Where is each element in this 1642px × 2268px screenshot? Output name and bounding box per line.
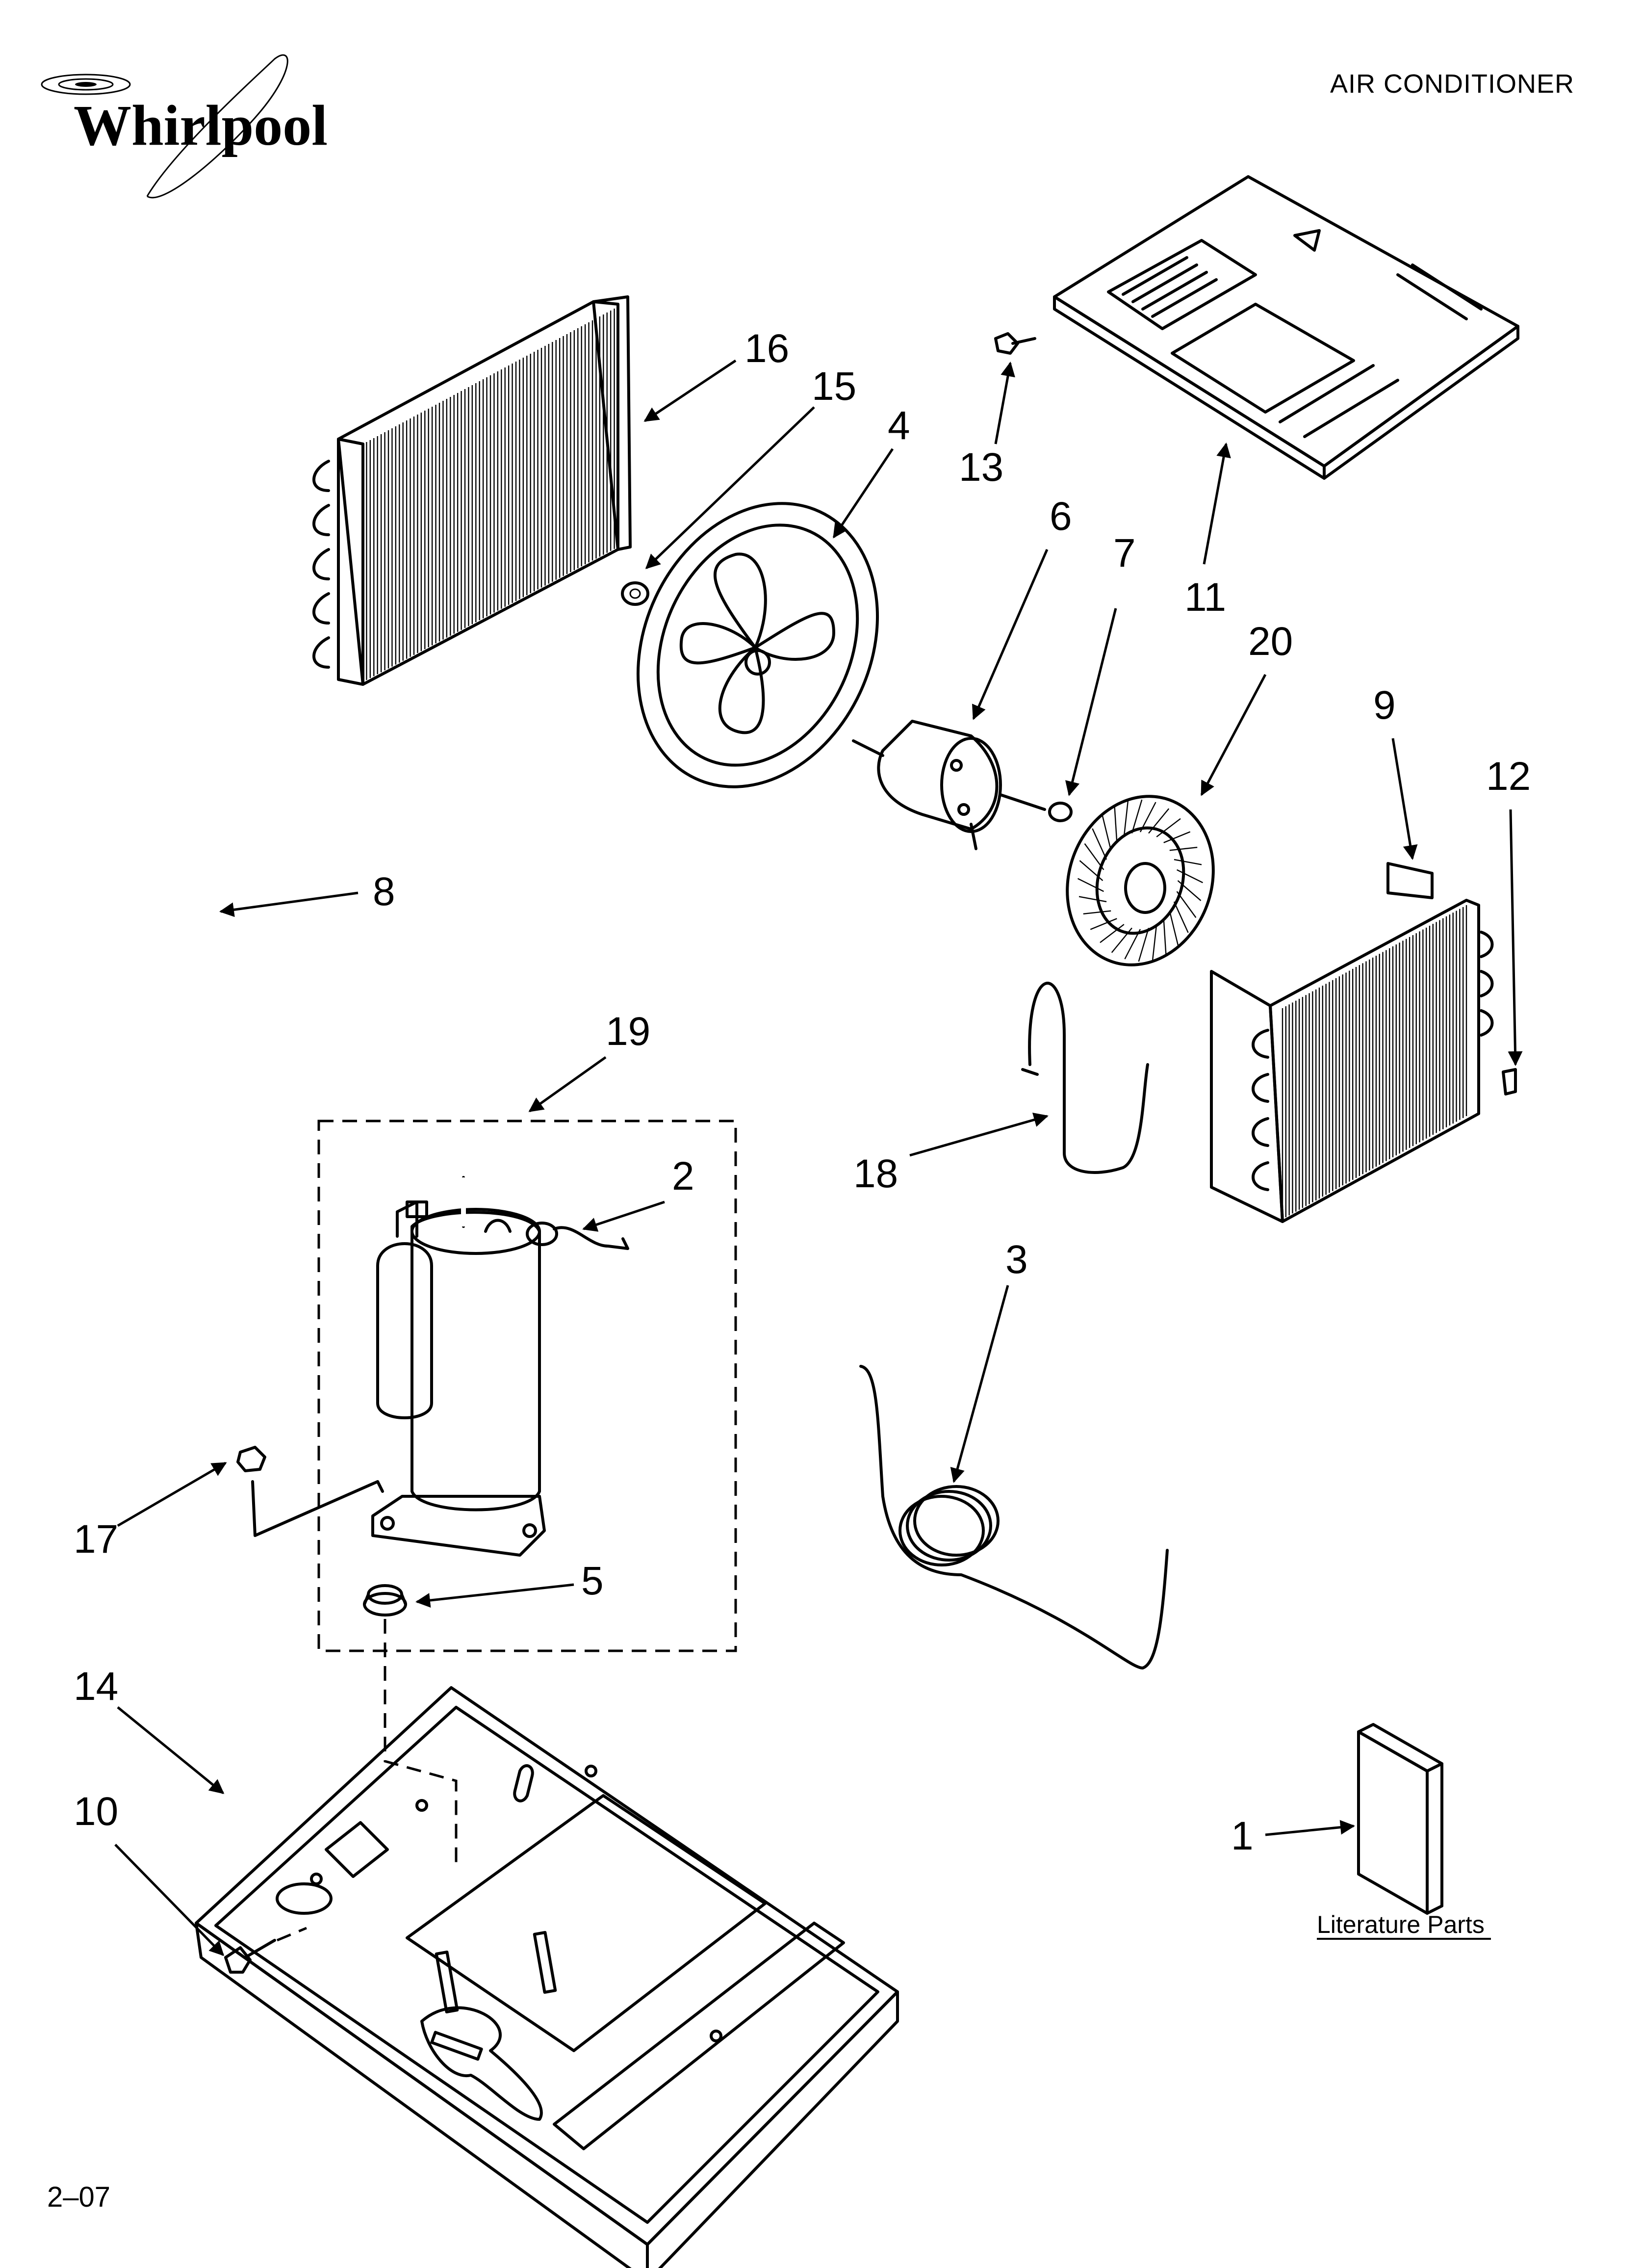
callout-12: 12 [1486, 754, 1531, 799]
blower-wheel [1066, 795, 1215, 966]
callout-20: 20 [1248, 619, 1293, 664]
callout-2: 2 [672, 1154, 694, 1199]
leader-lines [114, 359, 1523, 1956]
coil-tube [859, 1365, 1169, 1669]
callout-9: 9 [1373, 683, 1396, 728]
callout-3: 3 [1005, 1237, 1028, 1282]
callout-4: 4 [888, 403, 910, 448]
overload-protector [526, 1222, 629, 1250]
callout-11: 11 [1184, 575, 1226, 620]
tube [110, 851, 280, 1018]
literature-label: Literature Parts [1317, 1911, 1485, 1938]
sensor-clip [1502, 1068, 1517, 1095]
callout-10: 10 [74, 1789, 118, 1834]
callout-6: 6 [1050, 494, 1072, 539]
base-pan [195, 1686, 899, 2268]
condenser-coil [312, 295, 632, 686]
callout-8: 8 [373, 869, 395, 914]
callout-14: 14 [74, 1664, 118, 1709]
callout-13: 13 [959, 445, 1003, 490]
callout-1: 1 [1231, 1814, 1254, 1858]
literature-booklet [1357, 1723, 1443, 1915]
motor-nut [1048, 802, 1073, 822]
compressor-nut [236, 1446, 384, 1537]
capillary-tube [1021, 982, 1149, 1174]
compressor-assembly-box [317, 1120, 737, 1652]
compressor [371, 1176, 546, 1557]
callout-5: 5 [581, 1559, 604, 1603]
cover-screw [994, 332, 1036, 355]
logo-wordmark: Whirlpool [74, 93, 328, 157]
callout-7: 7 [1113, 531, 1136, 575]
callout-19: 19 [606, 1009, 650, 1054]
callout-15: 15 [812, 364, 856, 409]
footer-code: 2–07 [47, 2181, 111, 2213]
fan-nut [621, 581, 649, 606]
whirlpool-logo: Whirlpool [41, 54, 328, 199]
fan-blade [637, 502, 879, 788]
callout-17: 17 [74, 1517, 118, 1562]
fan-motor [852, 720, 1046, 850]
top-cover [1053, 175, 1519, 480]
evaporator-coil [1210, 862, 1494, 1223]
base-screw [224, 1927, 307, 1974]
callout-labels: 16 15 4 13 6 7 11 20 9 12 8 19 2 18 3 17… [74, 326, 1531, 1858]
grommet [363, 1584, 407, 1616]
callout-16: 16 [744, 326, 789, 371]
callout-18: 18 [853, 1151, 898, 1196]
product-title: AIR CONDITIONER [1330, 69, 1574, 99]
